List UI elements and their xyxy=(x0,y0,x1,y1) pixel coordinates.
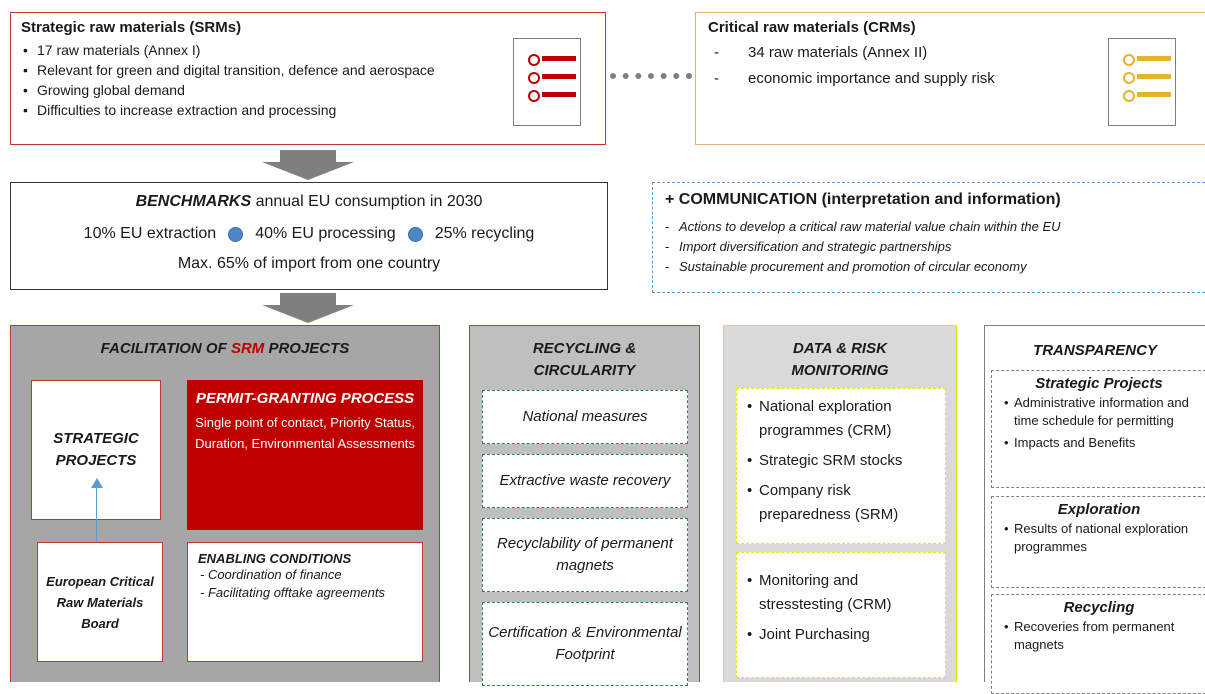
benchmarks-title: BENCHMARKS annual EU consumption in 2030 xyxy=(135,193,483,210)
communication-list: Actions to develop a critical raw materi… xyxy=(665,217,1193,277)
srm-bullet: 17 raw materials (Annex I) xyxy=(23,40,595,60)
facilitation-panel: FACILITATION OF SRM PROJECTS STRATEGIC P… xyxy=(10,325,440,682)
recycling-target: 25% recycling xyxy=(434,225,535,242)
data-risk-group: Monitoring and stresstesting (CRM) Joint… xyxy=(736,552,946,678)
data-risk-item: National exploration programmes (CRM) xyxy=(747,395,937,443)
permit-title: PERMIT-GRANTING PROCESS xyxy=(195,390,415,407)
permit-description: Single point of contact, Priority Status… xyxy=(195,415,415,451)
transparency-group-title: Strategic Projects xyxy=(1035,375,1163,392)
list-icon xyxy=(513,38,581,126)
transparency-panel: TRANSPARENCY Strategic Projects Administ… xyxy=(984,325,1205,694)
srm-title: Strategic raw materials (SRMs) xyxy=(21,19,242,36)
communication-title: + COMMUNICATION (interpretation and info… xyxy=(665,191,1061,208)
crm-bullet: economic importance and supply risk xyxy=(714,66,1193,92)
data-risk-item: Joint Purchasing xyxy=(747,623,937,647)
recycling-item: National measures xyxy=(482,390,688,444)
data-risk-group: National exploration programmes (CRM) St… xyxy=(736,388,946,544)
separator-dot xyxy=(407,226,423,242)
recycling-item: Certification & Environmental Footprint xyxy=(482,602,688,686)
facilitation-title: FACILITATION OF SRM PROJECTS xyxy=(100,340,350,357)
max-import: Max. 65% of import from one country xyxy=(177,255,441,272)
transparency-group: Exploration Results of national explorat… xyxy=(991,496,1205,588)
separator-dot xyxy=(228,226,244,242)
srm-bullet: Difficulties to increase extraction and … xyxy=(23,100,595,120)
benchmarks-box: BENCHMARKS annual EU consumption in 2030… xyxy=(10,182,608,290)
communication-item: Sustainable procurement and promotion of… xyxy=(665,257,1193,277)
recycling-title: RECYCLING & CIRCULARITY xyxy=(532,340,637,379)
recycling-item: Extractive waste recovery xyxy=(482,454,688,508)
srm-bullet: Growing global demand xyxy=(23,80,595,100)
data-risk-item: Company risk preparedness (SRM) xyxy=(747,479,937,527)
benchmarks-targets: 10% EU extraction 40% EU processing 25% … xyxy=(11,225,607,243)
list-icon xyxy=(1108,38,1176,126)
enabling-item: - Coordination of finance xyxy=(200,567,342,582)
processing-target: 40% EU processing xyxy=(255,225,396,242)
recycling-item: Recyclability of permanent magnets xyxy=(482,518,688,592)
enabling-title: ENABLING CONDITIONS xyxy=(198,551,352,566)
srm-bullet-list: 17 raw materials (Annex I) Relevant for … xyxy=(21,40,595,120)
transparency-item: Recoveries from permanent magnets xyxy=(1004,618,1198,654)
down-arrow xyxy=(262,150,354,180)
data-risk-panel: DATA & RISK MONITORING National explorat… xyxy=(723,325,957,682)
srm-bullet: Relevant for green and digital transitio… xyxy=(23,60,595,80)
transparency-group-title: Recycling xyxy=(1063,599,1135,616)
up-arrow-head xyxy=(91,478,103,488)
crm-bullet: 34 raw materials (Annex II) xyxy=(714,40,1193,66)
crm-board-box: European Critical Raw Materials Board xyxy=(37,542,163,662)
transparency-group-title: Exploration xyxy=(1057,501,1141,518)
transparency-item: Results of national exploration programm… xyxy=(1004,520,1198,556)
down-arrow xyxy=(262,293,354,323)
crm-box: Critical raw materials (CRMs) 34 raw mat… xyxy=(695,12,1205,145)
transparency-item: Impacts and Benefits xyxy=(1004,434,1198,452)
crm-title: Critical raw materials (CRMs) xyxy=(708,19,916,36)
enabling-conditions-box: ENABLING CONDITIONS - Coordination of fi… xyxy=(187,542,423,662)
data-risk-item: Monitoring and stresstesting (CRM) xyxy=(747,569,937,617)
enabling-item: - Facilitating offtake agreements xyxy=(200,585,385,600)
transparency-group: Strategic Projects Administrative inform… xyxy=(991,370,1205,488)
communication-box: + COMMUNICATION (interpretation and info… xyxy=(652,182,1205,293)
data-risk-title: DATA & RISK MONITORING xyxy=(791,340,889,379)
communication-item: Actions to develop a critical raw materi… xyxy=(665,217,1193,237)
data-risk-item: Strategic SRM stocks xyxy=(747,449,937,473)
srm-box: Strategic raw materials (SRMs) 17 raw ma… xyxy=(10,12,606,145)
up-arrow xyxy=(96,488,97,543)
communication-item: Import diversification and strategic par… xyxy=(665,237,1193,257)
transparency-title: TRANSPARENCY xyxy=(1033,342,1157,359)
crm-bullet-list: 34 raw materials (Annex II) economic imp… xyxy=(708,40,1193,92)
transparency-item: Administrative information and time sche… xyxy=(1004,394,1198,430)
extraction-target: 10% EU extraction xyxy=(83,225,217,242)
transparency-group: Recycling Recoveries from permanent magn… xyxy=(991,594,1205,694)
permit-granting-box: PERMIT-GRANTING PROCESS Single point of … xyxy=(187,380,423,530)
recycling-panel: RECYCLING & CIRCULARITY National measure… xyxy=(469,325,700,686)
dotted-connector xyxy=(610,73,692,79)
